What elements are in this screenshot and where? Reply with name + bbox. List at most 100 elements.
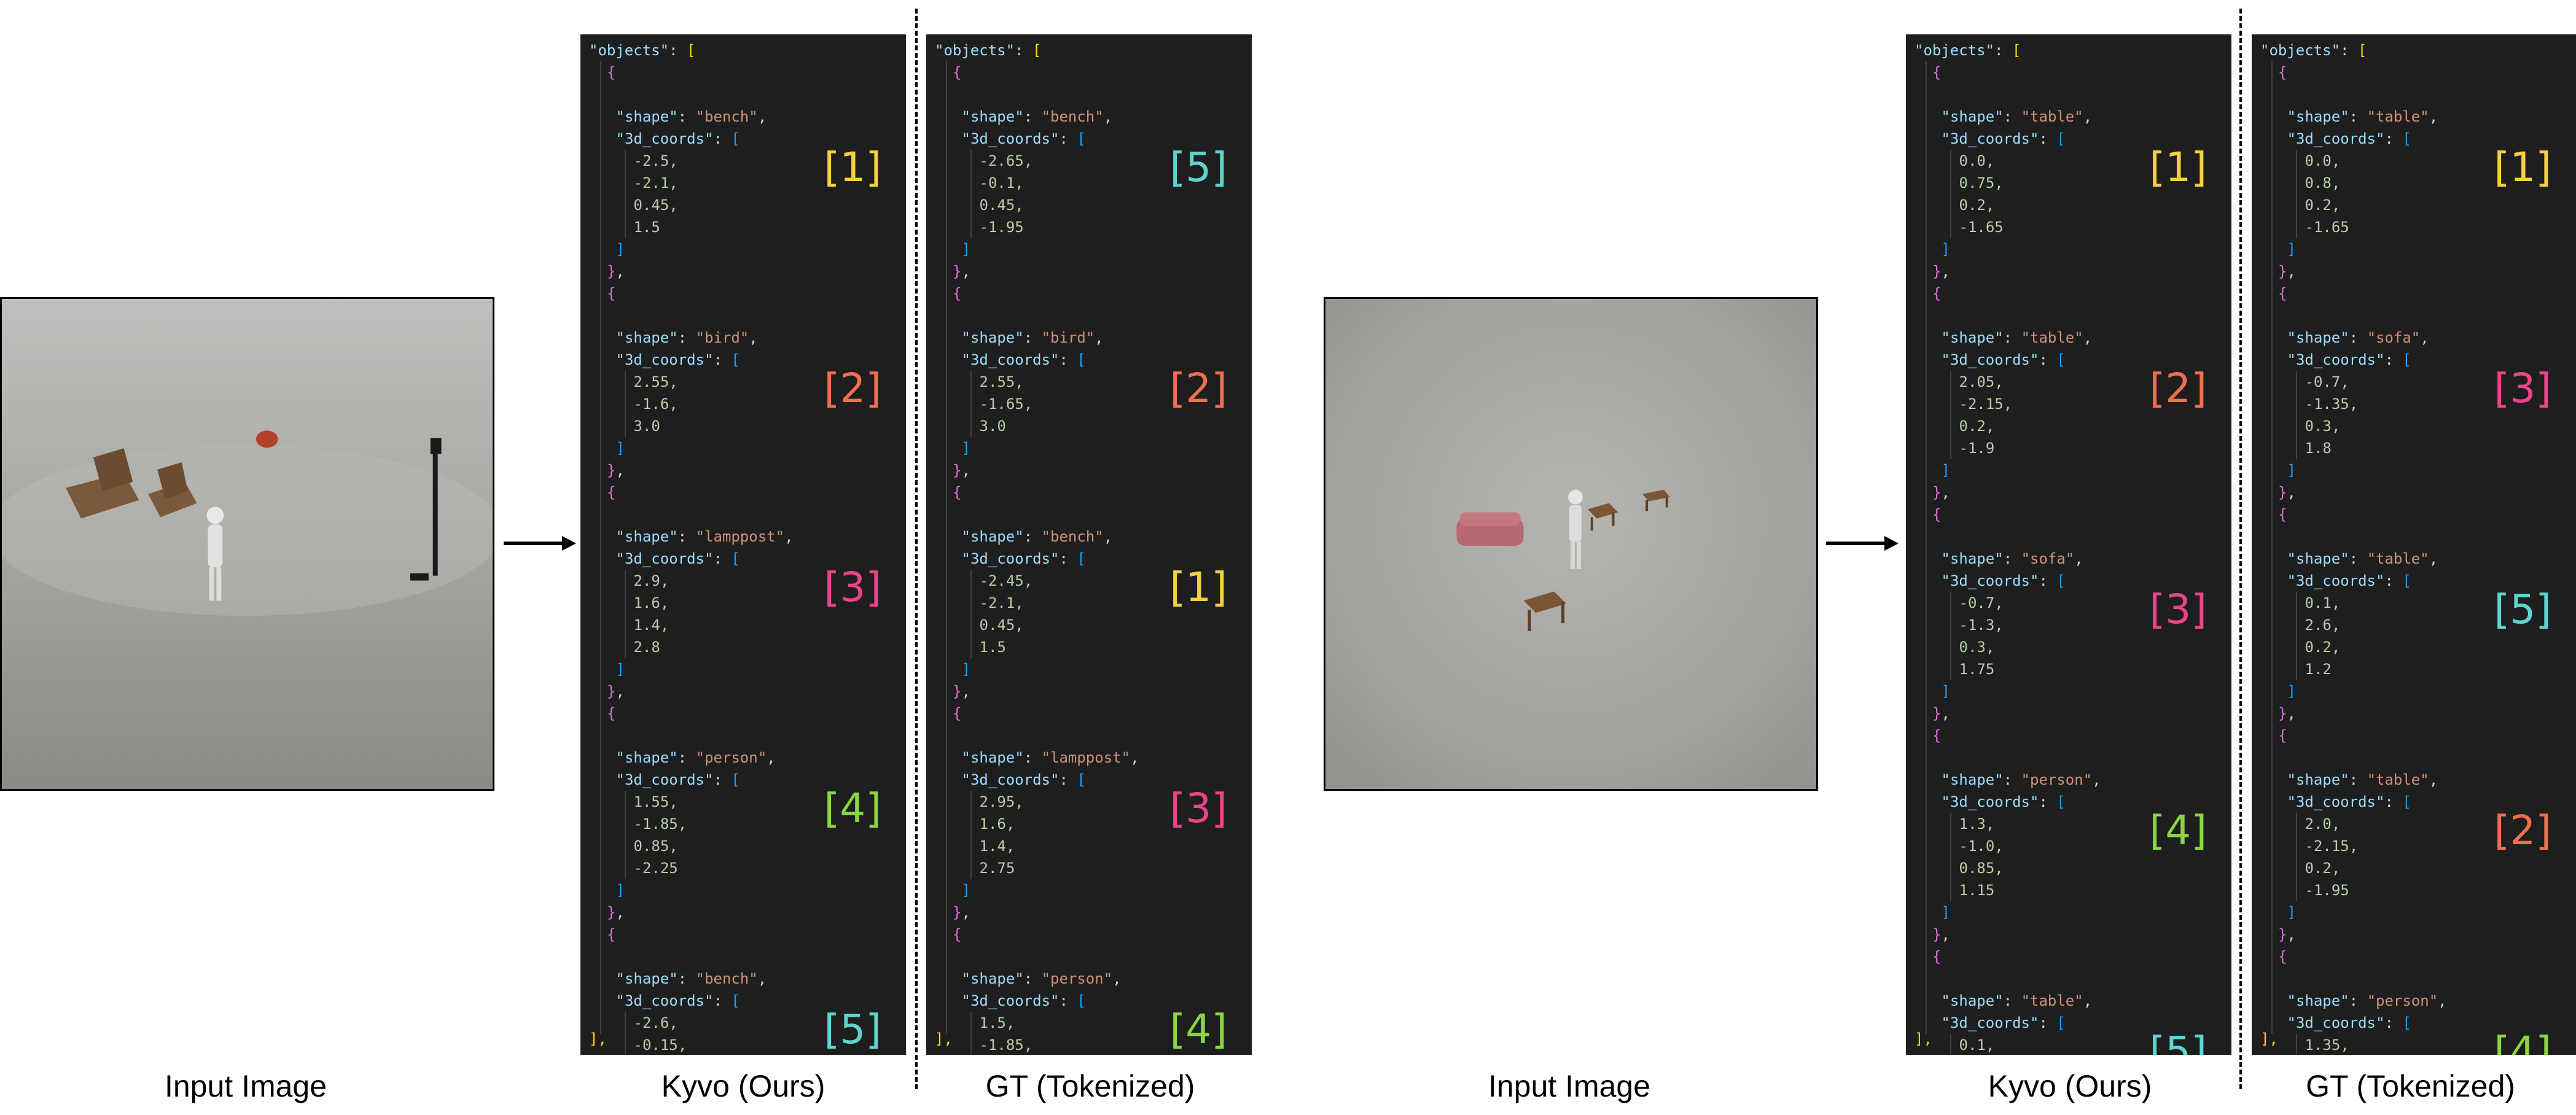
code-line-shape-token: "lamppost" (695, 528, 785, 545)
code-line-shape: "shape": "table", (1942, 990, 2093, 1012)
code-line-shape-token: : (677, 528, 696, 545)
code-line-coords-key-token: : (2384, 1014, 2403, 1031)
code-line-footer: ], (1914, 1028, 1932, 1050)
code-line-open-brace: { (1932, 725, 1941, 747)
code-line-coords-key-token: [ (2056, 1014, 2066, 1031)
code-line-coords-key-token: : (1059, 992, 1077, 1009)
code-line-coords-key-token: [ (731, 992, 740, 1009)
code-line-close-brace: }, (953, 459, 970, 481)
code-line-coord-value-token: 0.2, (2305, 860, 2341, 877)
code-line-coords-close-token: ] (1941, 683, 1950, 700)
code-line-coords-key-token: "3d_coords" (1941, 572, 2039, 589)
code-line-coord-value-token: -2.25 (633, 860, 678, 877)
code-line-shape-token: , (749, 329, 758, 346)
code-line-coords-key: "3d_coords": [ (2287, 570, 2411, 592)
lamppost-shape (410, 438, 442, 581)
code-line-coord-value-token: -2.1, (979, 594, 1024, 612)
code-line-shape-token: "lamppost" (1041, 749, 1131, 766)
code-line-coords-key-token: : (1059, 130, 1077, 147)
code-line-coord-value: -1.95 (980, 216, 1024, 238)
code-line-footer-token: ], (1914, 1030, 1932, 1047)
indent-guide (970, 371, 972, 437)
code-line-header-token: : (1015, 42, 1032, 59)
code-line-coords-close-token: ] (615, 440, 625, 457)
code-line-shape-token: "table" (2021, 329, 2083, 346)
code-line-shape: "shape": "table", (1942, 106, 2093, 128)
code-line-close-brace: }, (953, 901, 970, 923)
code-line-coord-value-token: 2.9, (633, 572, 669, 589)
code-line-coord-value: 0.45, (634, 194, 678, 216)
code-line-shape-token: "table" (2021, 992, 2083, 1009)
code-line-coords-key-token: [ (731, 351, 740, 368)
code-line-coord-value-token: -1.3, (1959, 616, 2004, 634)
code-line-coords-key: "3d_coords": [ (962, 128, 1086, 150)
code-line-shape-token: "shape" (615, 749, 678, 766)
code-line-open-brace: { (953, 282, 961, 305)
code-line-shape-token: "table" (2021, 108, 2083, 125)
code-line-shape-token: "bench" (695, 970, 758, 987)
code-line-coords-key-token: [ (2056, 130, 2066, 147)
code-line-coord-value: -1.35, (2305, 393, 2359, 415)
code-line-coords-close: ] (616, 238, 625, 260)
code-line-coords-key: "3d_coords": [ (1942, 349, 2066, 371)
code-line-shape-token: : (1023, 970, 1042, 987)
code-line-shape-token: "shape" (615, 528, 678, 545)
code-line-coord-value: -0.1, (980, 172, 1024, 194)
code-line-coords-key: "3d_coords": [ (616, 128, 740, 150)
indent-guide (2271, 61, 2273, 1034)
code-line-coord-value-token: 0.75, (1959, 174, 2004, 192)
code-line-header: "objects": [ (1914, 39, 2021, 61)
code-line-close-brace-token: , (961, 462, 970, 479)
code-line-coord-value: 3.0 (634, 415, 660, 437)
code-line-open-brace: { (2278, 725, 2287, 747)
code-line-coord-value-token: 0.1, (2305, 594, 2341, 612)
person-shape (206, 507, 224, 601)
code-line-shape-token: "shape" (615, 329, 678, 346)
code-line-open-brace: { (2278, 503, 2287, 526)
code-line-shape-token: , (1130, 749, 1139, 766)
code-line-footer: ], (589, 1028, 607, 1050)
code-line-coord-value-token: 2.95, (979, 793, 1024, 810)
code-line-coord-value-token: -1.95 (979, 219, 1024, 236)
table-shape (1523, 591, 1567, 631)
code-line-coord-value-token: -2.6, (633, 1014, 678, 1031)
code-line-shape-token: "shape" (2287, 550, 2349, 567)
input-image-scene-2 (1324, 297, 1818, 791)
code-line-coord-value: 2.6, (2305, 614, 2341, 636)
code-line-shape-token: : (677, 749, 696, 766)
code-panel-scene2-ours: "objects": [ { "shape": "table", "3d_coords… (1906, 34, 2231, 1055)
code-line-coord-value: 1.3, (1959, 813, 1995, 835)
code-line-coords-key-token: "3d_coords" (615, 771, 714, 788)
code-line-coord-value: 1.6, (634, 592, 669, 614)
code-line-coords-key-token: "3d_coords" (2287, 572, 2385, 589)
code-line-close-brace-token: , (961, 683, 970, 700)
code-line-open-brace-token: { (2278, 64, 2287, 81)
code-line-coords-close-token: ] (2287, 683, 2296, 700)
code-line-coord-value-token: 3.0 (979, 418, 1006, 435)
code-line-shape: "shape": "bird", (616, 327, 758, 349)
code-line-open-brace: { (1932, 503, 1941, 526)
code-line-shape-token: "bench" (1041, 108, 1104, 125)
code-line-footer: ], (935, 1028, 953, 1050)
code-line-shape: "shape": "table", (2287, 106, 2438, 128)
code-line-open-brace-token: { (1932, 948, 1942, 965)
code-line-coord-value: 0.1, (2305, 592, 2341, 614)
code-line-shape-token: "sofa" (2021, 550, 2075, 567)
code-line-close-brace: }, (2278, 260, 2296, 282)
code-panel-scene1-gt: "objects": [{"shape": "bench","3d_coords… (926, 34, 1252, 1055)
code-line-coords-key-token: : (2039, 130, 2057, 147)
code-line-header-token: [ (2012, 42, 2021, 59)
code-line-shape-token: "shape" (2287, 108, 2349, 125)
code-line-coords-key: "3d_coords": [ (616, 990, 740, 1012)
code-line-coords-close: ] (1942, 238, 1950, 260)
object-label: [4] (2494, 1027, 2552, 1055)
code-line-coords-close-token: ] (615, 661, 625, 678)
code-line-close-brace: }, (607, 680, 625, 702)
code-line-coord-value-token: 1.35, (2305, 1036, 2349, 1054)
code-line-shape-token: "person" (695, 749, 767, 766)
code-line-coord-value: 0.75, (1959, 172, 2004, 194)
code-line-coord-value: 1.5 (980, 636, 1006, 658)
code-line-shape-token: "person" (2367, 992, 2438, 1009)
code-line-coord-value: -2.1, (980, 592, 1024, 614)
code-line-shape-token: "shape" (1941, 771, 2004, 788)
